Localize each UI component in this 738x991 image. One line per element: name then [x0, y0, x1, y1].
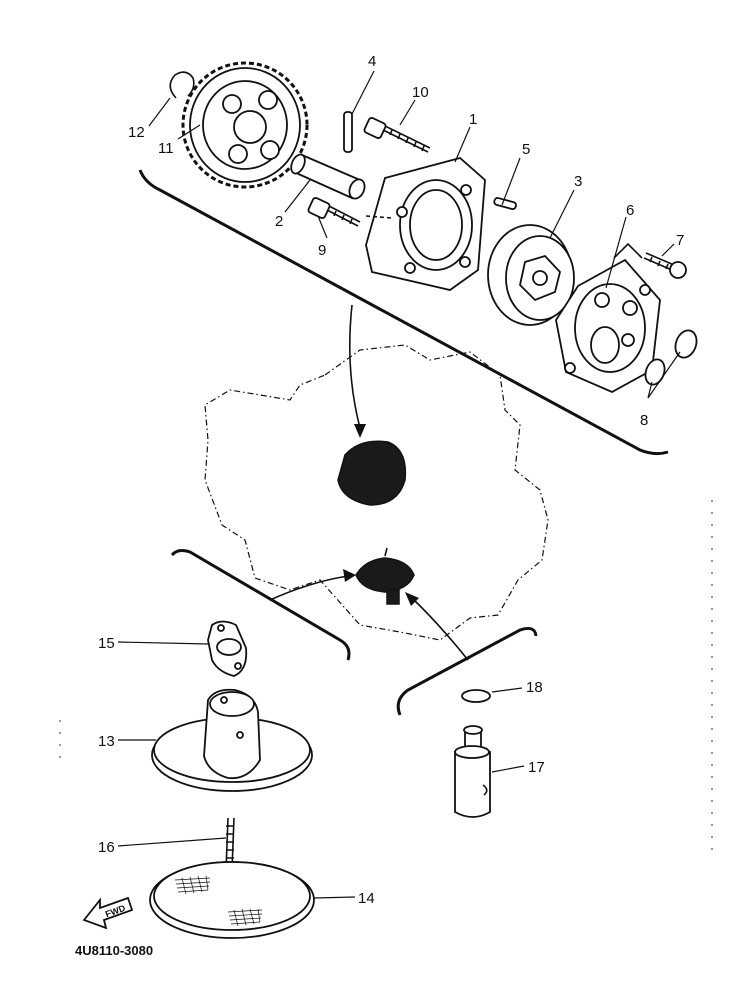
- label-part-13: 13: [98, 733, 115, 750]
- fwd-direction-arrow-icon: FWD: [82, 896, 134, 930]
- margin-marks: [59, 500, 713, 860]
- label-part-7: 7: [676, 232, 684, 249]
- reference-code: 4U8110-3080: [75, 943, 153, 958]
- label-part-8: 8: [640, 412, 648, 429]
- part-5-pin: [493, 197, 517, 210]
- leader-lines: [117, 70, 681, 899]
- part-15-gasket: [207, 620, 248, 677]
- label-part-6: 6: [626, 202, 634, 219]
- label-part-17: 17: [528, 759, 545, 776]
- label-part-9: 9: [318, 242, 326, 259]
- part-12-circlip: [169, 71, 195, 99]
- installation-arrows: [269, 304, 469, 661]
- part-11-gear: [181, 61, 309, 189]
- part-7-screw: [643, 252, 687, 279]
- label-part-3: 3: [574, 173, 582, 190]
- label-part-14: 14: [358, 890, 375, 907]
- part-10-bolt: [363, 117, 431, 153]
- right-lower-bracket: [396, 627, 538, 716]
- part-14-strainer-screen: [149, 861, 315, 939]
- part-1-pump-body: [365, 157, 486, 291]
- strainer-mount-location: [355, 547, 415, 605]
- label-part-15: 15: [98, 635, 115, 652]
- part-9-bolt: [307, 197, 361, 227]
- part-4-pin: [343, 111, 353, 153]
- part-13-strainer-cover: [151, 688, 313, 792]
- part-3-rotor: [487, 224, 575, 326]
- label-part-1: 1: [469, 111, 477, 128]
- part-17-relief-valve: [454, 725, 491, 818]
- part-8-o-rings: [644, 329, 698, 386]
- part-number-labels: 4 10 1 5 3 6 7 8 12 11 2 9 15 13 16 14 1…: [98, 53, 684, 907]
- label-part-16: 16: [98, 839, 115, 856]
- engine-outline: [204, 344, 549, 641]
- label-part-5: 5: [522, 141, 530, 158]
- part-18-o-ring: [461, 689, 491, 703]
- label-part-11: 11: [158, 140, 174, 157]
- left-lower-bracket: [170, 549, 351, 661]
- label-part-12: 12: [128, 124, 145, 141]
- pump-mount-location: [337, 440, 407, 506]
- label-part-4: 4: [368, 53, 376, 70]
- label-part-18: 18: [526, 679, 543, 696]
- part-2-shaft: [290, 153, 366, 200]
- upper-assembly-bracket: [138, 169, 669, 456]
- label-part-10: 10: [412, 84, 429, 101]
- part-6-pump-cover: [555, 242, 661, 394]
- label-part-2: 2: [275, 213, 283, 230]
